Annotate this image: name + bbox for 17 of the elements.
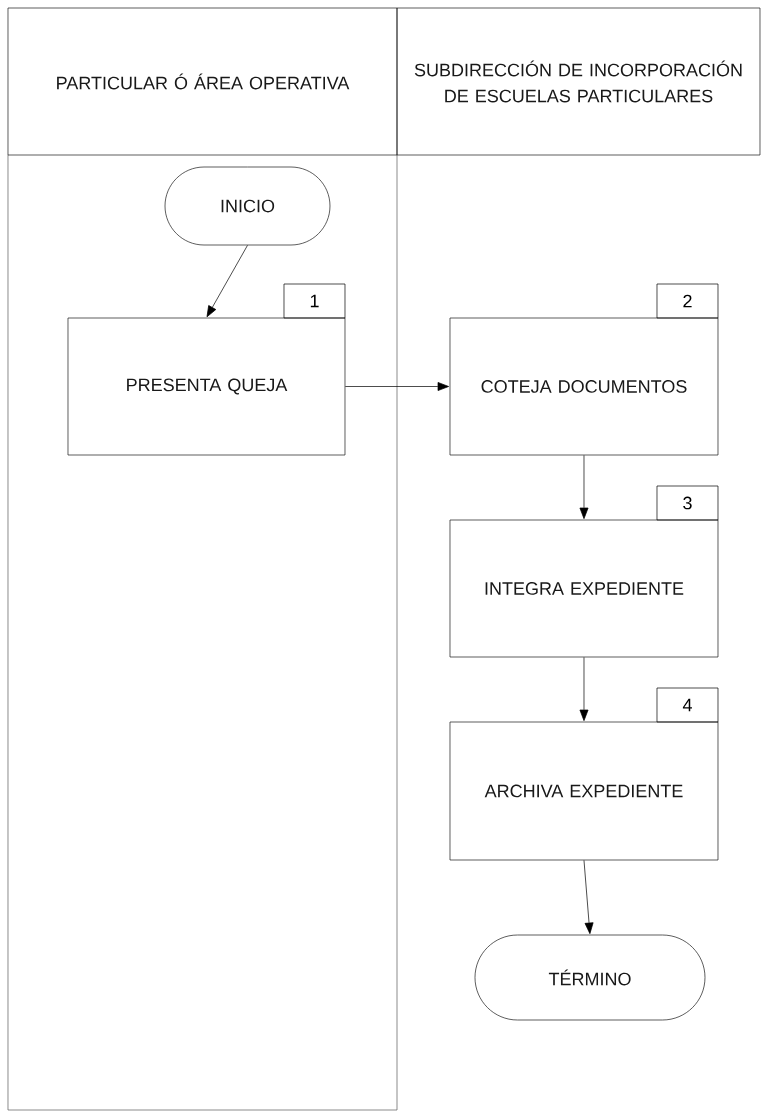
arrow: [579, 657, 589, 721]
step-number: 4: [656, 687, 719, 723]
arrow: [206, 245, 248, 318]
process-box: PRESENTA QUEJA: [67, 317, 346, 456]
header-cell: SUBDIRECCIÓN DE INCORPORACIÓN DE ESCUELAS PARTICULARES: [396, 7, 761, 156]
step-number: 3: [656, 485, 719, 521]
process-box: INTEGRA EXPEDIENTE: [449, 519, 719, 658]
terminator: INICIO: [164, 166, 331, 246]
header-cell: PARTICULAR Ó ÁREA OPERATIVA: [7, 7, 398, 156]
step-number: 2: [656, 283, 719, 319]
terminator: TÉRMINO: [474, 934, 706, 1021]
arrow: [583, 860, 594, 934]
arrow: [579, 455, 589, 519]
arrow: [345, 382, 449, 391]
process-box: ARCHIVA EXPEDIENTE: [449, 721, 719, 861]
step-number: 1: [283, 283, 346, 319]
process-box: COTEJA DOCUMENTOS: [449, 317, 719, 456]
